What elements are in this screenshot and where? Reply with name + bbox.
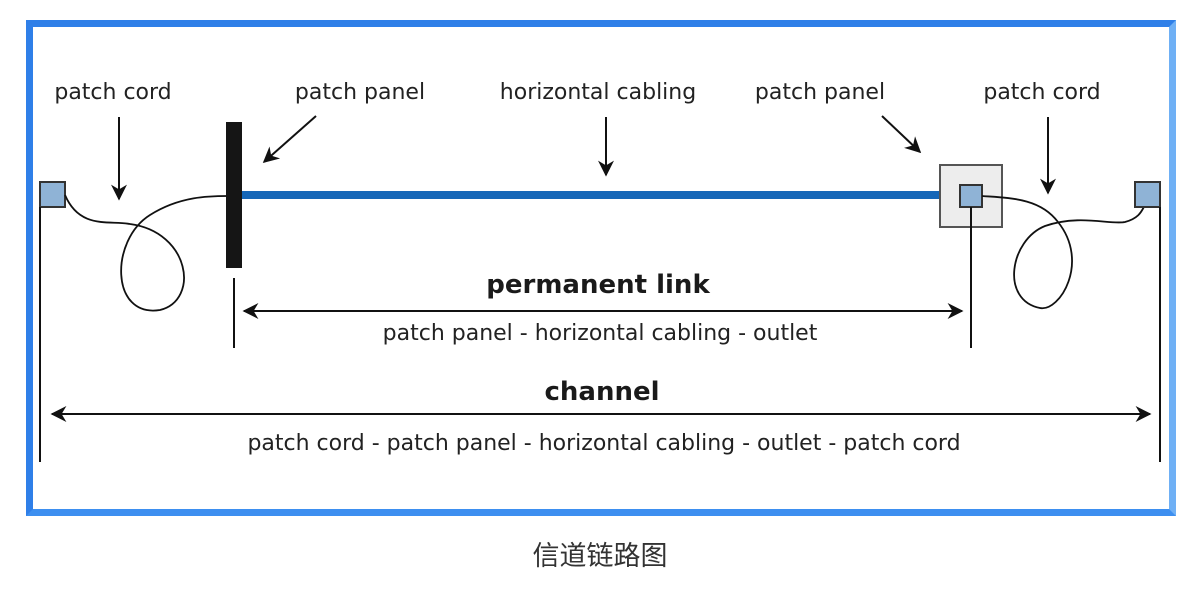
permanent-link-title: permanent link: [486, 270, 710, 300]
patch-cord-right-label: patch cord: [983, 80, 1101, 105]
diagram-frame: [26, 20, 1176, 516]
patch-panel-left-arrow: [262, 115, 317, 164]
horizontal-cabling-label: horizontal cabling: [499, 80, 697, 105]
permanent-link-description: patch panel - horizontal cabling - outle…: [382, 321, 818, 346]
figure-caption: 信道链路图: [532, 541, 668, 572]
right-end-connector: [1134, 181, 1161, 208]
patch-panel-right-label: patch panel: [754, 80, 886, 105]
channel-title: channel: [544, 377, 660, 407]
left-end-connector: [39, 181, 66, 208]
patch-panel-right-arrow: [881, 115, 922, 154]
right-patch-cord: [981, 195, 1146, 309]
patch-cord-left-label: patch cord: [54, 80, 172, 105]
outlet-jack: [959, 184, 983, 208]
left-patch-cord: [64, 194, 229, 312]
channel-description: patch cord - patch panel - horizontal ca…: [247, 431, 961, 456]
patch-panel-left-label: patch panel: [294, 80, 426, 105]
left-patch-panel: [226, 122, 242, 268]
